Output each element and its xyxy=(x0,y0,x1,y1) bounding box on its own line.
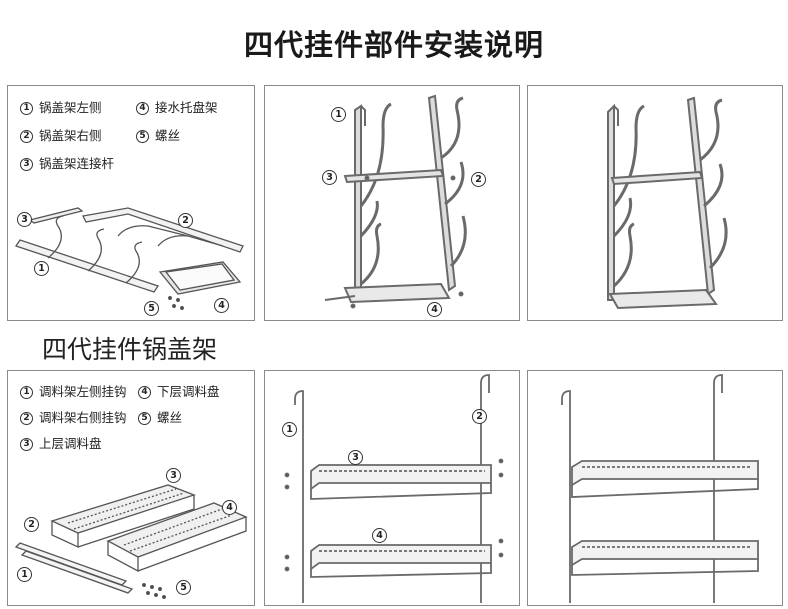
section-subtitle: 四代挂件锅盖架 xyxy=(42,335,218,364)
legend-item: 3 锅盖架连接杆 xyxy=(20,150,114,178)
lid-rack-finished-drawing xyxy=(607,96,728,310)
legend-label: 螺丝 xyxy=(157,410,183,425)
callout-2: 2 xyxy=(472,409,487,424)
legend-number: 3 xyxy=(20,157,33,171)
legend-label: 调料架右侧挂钩 xyxy=(39,410,127,425)
lid-rack-legend: 1 锅盖架左侧 4 接水托盘架 2 锅盖架右侧 5 螺丝 3 锅盖架连接杆 xyxy=(20,94,218,178)
legend-label: 锅盖架连接杆 xyxy=(39,156,115,171)
legend-number: 5 xyxy=(136,129,149,143)
spice-rack-finished-panel xyxy=(527,370,783,606)
callout-4: 4 xyxy=(222,500,237,515)
legend-item: 1 锅盖架左侧 xyxy=(20,94,136,122)
legend-item: 2 调料架右侧挂钩 xyxy=(20,405,138,431)
legend-label: 上层调料盘 xyxy=(39,436,102,451)
legend-item: 2 锅盖架右侧 xyxy=(20,122,136,150)
callout-2: 2 xyxy=(178,213,193,228)
page-title: 四代挂件部件安装说明 xyxy=(243,28,544,62)
callout-2: 2 xyxy=(471,172,486,187)
spice-rack-assembly-drawing xyxy=(284,374,504,603)
legend-label: 调料架左侧挂钩 xyxy=(39,384,127,399)
callout-1: 1 xyxy=(282,422,297,437)
callout-4: 4 xyxy=(214,298,229,313)
legend-number: 1 xyxy=(20,385,33,399)
callout-1: 1 xyxy=(34,261,49,276)
legend-label: 锅盖架右侧 xyxy=(39,128,102,143)
callout-1: 1 xyxy=(331,107,346,122)
lid-rack-assembly-drawing xyxy=(324,94,467,309)
callout-4: 4 xyxy=(427,302,442,317)
legend-label: 锅盖架左侧 xyxy=(39,100,102,115)
spice-rack-assembly-panel: 1 2 3 4 xyxy=(264,370,520,606)
legend-number: 2 xyxy=(20,411,33,425)
lid-rack-finished-panel xyxy=(527,85,783,321)
lid-rack-exploded-drawing xyxy=(14,207,244,310)
callout-4: 4 xyxy=(372,528,387,543)
callout-5: 5 xyxy=(176,580,191,595)
legend-number: 4 xyxy=(136,101,149,115)
legend-item: 5 螺丝 xyxy=(136,122,180,150)
lid-rack-parts-panel: 1 锅盖架左侧 4 接水托盘架 2 锅盖架右侧 5 螺丝 3 锅盖架连接杆 xyxy=(7,85,255,321)
legend-number: 3 xyxy=(20,437,33,451)
callout-3: 3 xyxy=(322,170,337,185)
legend-number: 5 xyxy=(138,411,151,425)
legend-item: 5 螺丝 xyxy=(138,405,182,431)
spice-rack-finished-drawing xyxy=(561,374,759,603)
lid-rack-assembly-panel: 1 3 2 4 xyxy=(264,85,520,321)
legend-number: 2 xyxy=(20,129,33,143)
legend-item: 4 接水托盘架 xyxy=(136,94,218,122)
legend-item: 1 调料架左侧挂钩 xyxy=(20,379,138,405)
callout-5: 5 xyxy=(144,301,159,316)
spice-rack-legend: 1 调料架左侧挂钩 4 下层调料盘 2 调料架右侧挂钩 5 螺丝 3 上层调料盘 xyxy=(20,379,220,457)
callout-3: 3 xyxy=(348,450,363,465)
legend-number: 1 xyxy=(20,101,33,115)
legend-label: 接水托盘架 xyxy=(155,100,218,115)
legend-item: 4 下层调料盘 xyxy=(138,379,220,405)
callout-1: 1 xyxy=(17,567,32,582)
legend-label: 螺丝 xyxy=(155,128,181,143)
callout-3: 3 xyxy=(166,468,181,483)
callout-3: 3 xyxy=(17,212,32,227)
spice-rack-parts-panel: 1 调料架左侧挂钩 4 下层调料盘 2 调料架右侧挂钩 5 螺丝 3 上层调料盘 xyxy=(7,370,255,606)
legend-item: 3 上层调料盘 xyxy=(20,431,102,457)
spice-rack-exploded-drawing xyxy=(14,484,248,599)
callout-2: 2 xyxy=(24,517,39,532)
legend-label: 下层调料盘 xyxy=(157,384,220,399)
legend-number: 4 xyxy=(138,385,151,399)
